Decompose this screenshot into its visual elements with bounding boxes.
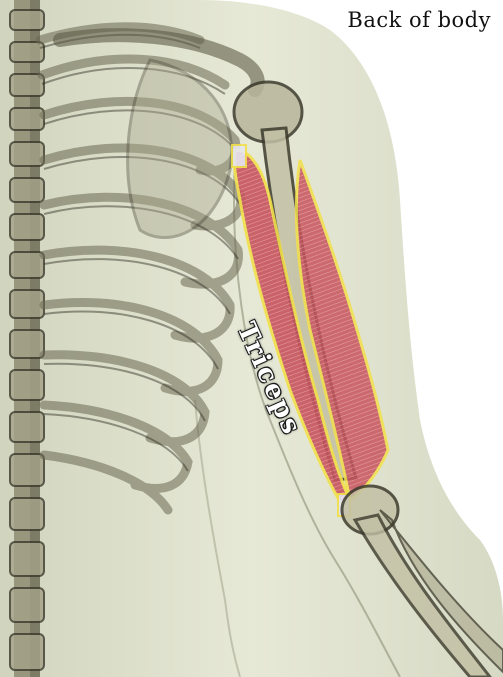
vertebrae [10, 10, 44, 670]
triceps-upper-tendon [232, 145, 246, 167]
view-caption: Back of body [347, 8, 491, 32]
